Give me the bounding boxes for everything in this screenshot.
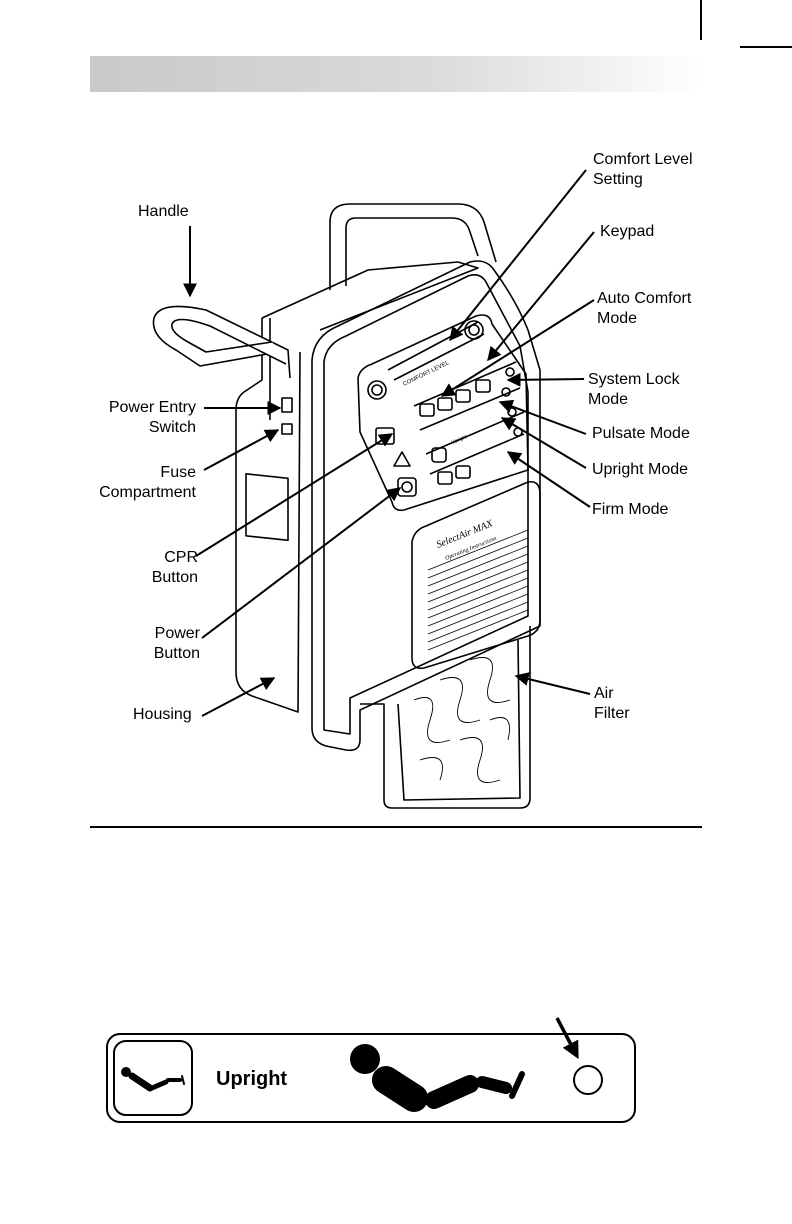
upright-key-label: Upright	[216, 1068, 287, 1091]
indicator-light-icon	[557, 1018, 602, 1094]
upright-patient-icon	[114, 1041, 192, 1115]
upright-patient-large-icon	[350, 1044, 522, 1100]
